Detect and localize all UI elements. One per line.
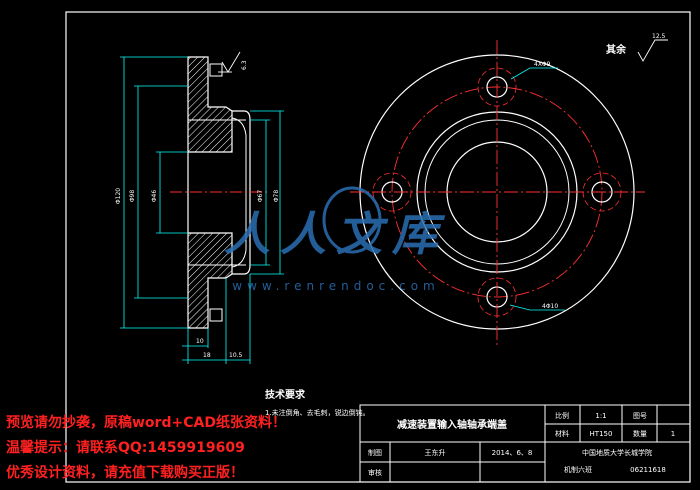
hole-callout-bottom: 4Φ10	[542, 303, 558, 310]
warning-line-3: 优秀设计资料，请充值下载购买正版！	[6, 465, 244, 481]
flange-lower-hatch	[187, 232, 233, 329]
draw-date: 2014、6、8	[492, 449, 533, 457]
brand-url: www.renrendoc.com	[232, 279, 439, 293]
scale-value: 1:1	[595, 412, 606, 420]
roughness-note: 其余	[606, 43, 627, 56]
dim-d3: Φ46	[151, 190, 158, 203]
dim-d2: Φ98	[129, 190, 136, 203]
leader-bottom	[509, 304, 565, 311]
section-view: Φ120 Φ98 Φ46 Φ67 Φ78 10 18 10.5 6.3	[115, 51, 284, 364]
dim-d5: Φ78	[273, 190, 280, 203]
leader-top	[510, 67, 558, 80]
brand-name: 人人文库	[224, 207, 448, 261]
student-no: 06211618	[630, 466, 666, 474]
warning-line-1: 预览请勿抄袭，原稿word+CAD纸张资料！	[6, 415, 286, 431]
drawing-no-label: 图号	[633, 412, 647, 420]
scale-label: 比例	[555, 411, 569, 420]
dim-w2: 18	[203, 352, 211, 359]
bolt-hole-lower	[209, 308, 223, 322]
bolt-hole-upper	[209, 63, 223, 77]
roughness-value: 12.5	[652, 33, 666, 40]
hole-callout-top: 4XΦ9	[534, 61, 551, 68]
tech-heading: 技术要求	[265, 388, 306, 401]
warning-line-2: 温馨提示：请联系QQ:1459919609	[6, 440, 245, 456]
material-label: 材料	[555, 429, 569, 438]
school-name: 中国地质大学长城学院	[582, 448, 652, 457]
dim-d1: Φ120	[115, 188, 122, 204]
front-view: 4XΦ9 4Φ10	[350, 40, 645, 345]
qty-label: 数量	[633, 429, 647, 438]
reviewer-label: 审核	[368, 468, 382, 477]
drawing-title: 减速装置输入轴轴承端盖	[397, 418, 507, 431]
drafter-name: 王东升	[425, 448, 446, 457]
width-dims	[182, 274, 251, 364]
flange-upper-hatch	[187, 56, 233, 153]
roughness-symbol	[637, 39, 668, 62]
qty-value: 1	[671, 430, 675, 438]
class-name: 机制六班	[564, 465, 592, 474]
dim-w3: 10.5	[229, 352, 243, 359]
drafter-label: 制图	[368, 448, 382, 457]
title-block-grid	[359, 404, 691, 483]
surface-finish-symbol	[218, 51, 241, 73]
brand-watermark: 人人文库 www.renrendoc.com	[224, 186, 448, 293]
material-value: HT150	[590, 430, 613, 438]
dim-w1: 10	[196, 338, 204, 345]
surface-callout: 6.3	[241, 60, 248, 70]
dim-d4: Φ67	[257, 190, 264, 203]
diameter-dims	[120, 56, 284, 329]
tech-note: 1.未注倒角、去毛刺，锐边倒钝。	[265, 408, 370, 417]
brand-logo-ring	[322, 186, 382, 254]
